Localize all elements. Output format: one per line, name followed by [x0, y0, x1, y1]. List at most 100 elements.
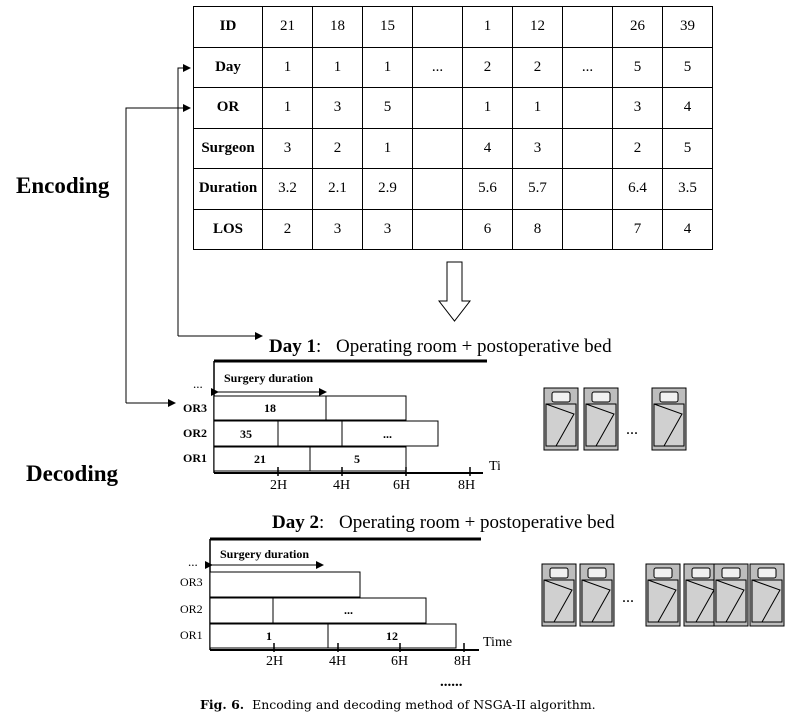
day1-colon: : [315, 336, 322, 357]
table-cell: 2 [262, 208, 313, 250]
table-cell: 2 [512, 46, 563, 88]
table-cell: 1 [262, 87, 313, 129]
table-cell: 8 [512, 208, 563, 250]
day2-or2-block-1 [209, 597, 274, 624]
table-cell: 5 [662, 127, 713, 169]
day2-or1-block-label-2: 12 [386, 629, 398, 643]
day1-or1-block-1 [213, 446, 311, 472]
day2-subtitle: Operating room + postoperative bed [339, 512, 615, 533]
day2-title: Day 2: Operating room + postoperative be… [272, 512, 615, 534]
day2-tick-label-4h: 4H [329, 654, 346, 669]
day2-or2-block-label: ... [344, 603, 353, 617]
day1-or2-block-label-1: 35 [240, 427, 252, 441]
table-row-header: ID [193, 6, 263, 48]
table-cell: 5 [662, 46, 713, 88]
table-cell: 3 [312, 208, 363, 250]
table-row-header: Surgeon [193, 127, 263, 169]
day1-or3-block-label: 18 [264, 401, 276, 415]
bed-icon [583, 387, 619, 451]
table-cell: 1 [312, 46, 363, 88]
table-cell [412, 208, 463, 250]
day1-tick-label-4h: 4H [333, 478, 350, 493]
encoding-label: Encoding [16, 173, 110, 198]
table-cell [412, 127, 463, 169]
day1-or2-block-2 [277, 420, 343, 447]
day1-or1-block-label-1: 21 [254, 452, 266, 466]
table-cell: 15 [362, 6, 413, 48]
day1-ellipsis: ... [193, 376, 203, 391]
table-cell: 3.5 [662, 168, 713, 210]
day2-more-ellipsis: ...... [440, 674, 463, 690]
table-cell: 1 [262, 46, 313, 88]
table-cell: 1 [462, 87, 513, 129]
day1-or2-label: OR2 [183, 426, 207, 440]
day1-or2-block-label-2: ... [383, 427, 392, 441]
table-row-header: OR [193, 87, 263, 129]
day1-or2-block-3 [341, 420, 439, 447]
table-cell: 26 [612, 6, 663, 48]
bed-icon [645, 563, 681, 627]
day2-or1-block-2 [327, 623, 457, 649]
day2-or1-block-label-1: 1 [266, 629, 272, 643]
table-cell [562, 127, 613, 169]
day2-gantt: ... Surgery duration OR3 OR2 OR1 ... 1 1… [180, 537, 512, 690]
day1-or1-label: OR1 [183, 451, 207, 465]
day2-or3-label: OR3 [180, 575, 203, 589]
day1-label: Day 1 [269, 336, 316, 357]
table-cell [412, 87, 463, 129]
table-cell: 3 [362, 208, 413, 250]
day1-beds: ... [543, 387, 687, 451]
day2-or2-block-2 [272, 597, 427, 624]
day2-beds: ... ... [541, 563, 785, 627]
day1-tick-label-2h: 2H [270, 478, 287, 493]
bed-icon [651, 387, 687, 451]
table-cell: 39 [662, 6, 713, 48]
bed-icon [543, 387, 579, 451]
day2-or1-block-1 [209, 623, 329, 649]
day1-or2-block-1 [213, 420, 279, 447]
down-arrow-icon [437, 261, 472, 322]
table-cell: 4 [662, 87, 713, 129]
day2-duration-label: Surgery duration [220, 547, 309, 561]
table-cell: ... [412, 46, 463, 88]
table-cell: 3 [262, 127, 313, 169]
day2-beds-ellipsis: ... [622, 589, 634, 606]
day1-or3-block-1 [213, 395, 327, 421]
caption-text: Encoding and decoding method of NSGA-II … [252, 697, 596, 712]
day1-tick-label-8h: 8H [458, 478, 475, 493]
day2-or1-label: OR1 [180, 628, 203, 642]
table-cell: 2 [612, 127, 663, 169]
day1-tick-label-6h: 6H [393, 478, 410, 493]
table-cell: 2.1 [312, 168, 363, 210]
day1-beds-ellipsis: ... [626, 421, 638, 438]
table-cell [412, 168, 463, 210]
bed-icon [683, 563, 719, 627]
day1-gantt: ... Surgery duration OR3 OR2 OR1 18 35 .… [183, 359, 500, 493]
day2-tick-label-2h: 2H [266, 654, 283, 669]
decoding-label: Decoding [26, 461, 118, 486]
table-cell: 21 [262, 6, 313, 48]
day1-time-label: Time [489, 459, 500, 474]
table-cell: 2 [462, 46, 513, 88]
day1-title: Day 1: Operating room + postoperative be… [269, 336, 612, 358]
table-cell: ... [562, 46, 613, 88]
day2-label: Day 2 [272, 512, 319, 533]
day2-ellipsis: ... [188, 554, 198, 569]
bed-icon [541, 563, 577, 627]
day1-or1-block-label-2: 5 [354, 452, 360, 466]
table-cell: 4 [662, 208, 713, 250]
day2-tick-label-6h: 6H [391, 654, 408, 669]
bed-icon [713, 563, 749, 627]
day-arrow [177, 64, 191, 336]
day1-or3-block-2 [325, 395, 407, 421]
table-cell: 3 [312, 87, 363, 129]
day2-or3-block [209, 571, 361, 598]
day1-or1-block-2 [309, 446, 407, 472]
table-cell: 6 [462, 208, 513, 250]
